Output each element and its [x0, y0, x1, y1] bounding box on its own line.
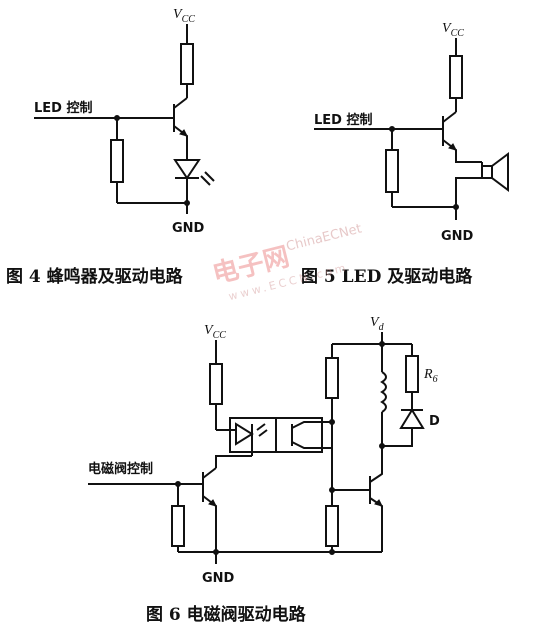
fig6-right-ground-junction-dot — [329, 549, 335, 555]
fig4-emitter-arrow-icon — [179, 129, 188, 137]
fig4-buzzer-driver-circuit: VCC LED 控制 GND — [34, 7, 215, 236]
fig5-collector-resistor — [449, 55, 463, 99]
fig5-vcc-label: VCC — [442, 21, 464, 39]
fig6-opto-light-ray-1 — [256, 423, 266, 431]
fig4-collector-resistor — [180, 43, 194, 85]
fig4-led-diode-icon — [173, 159, 201, 180]
watermark-logo: 电子网 ChinaECNet www.ECCN.com — [210, 221, 364, 303]
fig6-led-resistor — [209, 363, 223, 405]
fig4-base-resistor — [110, 139, 124, 183]
fig4-caption: 图 4 蜂鸣器及驱动电路 — [6, 266, 184, 287]
fig4-led-light-ray-2 — [204, 171, 215, 182]
fig5-ground-label: GND — [441, 229, 474, 244]
fig6-diode-junction-dot — [379, 443, 385, 449]
fig6-caption: 图 6 电磁阀驱动电路 — [146, 604, 307, 625]
fig5-transistor-collector — [442, 111, 457, 123]
fig6-ground-label: GND — [202, 571, 235, 586]
fig6-q1-collector-wire — [215, 455, 252, 468]
watermark-en-text: ChinaECNet — [285, 221, 364, 254]
fig6-q1-emitter-arrow-icon — [208, 499, 217, 507]
fig6-q2-collector — [369, 460, 383, 483]
fig4-input-label: LED 控制 — [34, 100, 92, 116]
fig5-ground-junction-dot — [453, 204, 459, 210]
fig6-pullup-resistor — [325, 357, 339, 399]
fig4-vcc-label: VCC — [173, 7, 195, 25]
fig6-q2-emitter — [369, 497, 383, 552]
fig6-r6-label: R6 — [423, 367, 438, 385]
fig6-opto-phototransistor-emitter — [291, 441, 322, 449]
fig6-opto-led-icon — [235, 422, 254, 446]
fig6-flyback-diode-icon — [399, 408, 425, 429]
fig6-q2-base-wire — [331, 460, 370, 491]
fig5-speaker-ground-wire — [455, 177, 482, 220]
fig5-caption: 图 5 LED 及驱动电路 — [301, 266, 473, 287]
fig6-opto-phototransistor-collector — [291, 421, 322, 429]
fig6-q1-collector — [202, 467, 217, 479]
fig6-q2-emitter-arrow-icon — [374, 499, 383, 507]
fig4-transistor-collector — [173, 97, 188, 109]
fig5-emitter-arrow-icon — [448, 143, 457, 151]
fig6-opto-collector-dot — [329, 419, 335, 425]
fig5-speaker-body-icon — [481, 165, 493, 179]
fig6-diode-label: D — [429, 414, 440, 429]
fig6-vd-label: Vd — [370, 315, 385, 333]
fig4-ground-junction-dot — [184, 200, 190, 206]
fig6-solenoid-valve-driver-circuit: VCC 电磁阀控制 GND Vd — [88, 315, 440, 586]
fig5-speaker-cone-icon — [491, 152, 509, 192]
fig6-input-label: 电磁阀控制 — [88, 461, 153, 477]
fig4-ground-label: GND — [172, 221, 205, 236]
fig6-solenoid-coil-icon — [380, 371, 387, 413]
fig4-led-light-ray-1 — [200, 175, 211, 186]
fig5-led-driver-circuit: VCC LED 控制 GND — [314, 21, 509, 244]
fig6-vcc-label: VCC — [204, 323, 226, 341]
fig6-opto-light-ray-2 — [258, 429, 268, 437]
fig5-base-resistor — [385, 149, 399, 193]
fig5-transistor-emitter — [442, 139, 482, 163]
fig6-r6-resistor — [405, 355, 419, 393]
fig5-input-label: LED 控制 — [314, 112, 372, 128]
fig6-diode-return-wire — [382, 428, 413, 447]
fig6-q2-bias-resistor — [325, 505, 339, 547]
fig6-base-resistor — [171, 505, 185, 547]
